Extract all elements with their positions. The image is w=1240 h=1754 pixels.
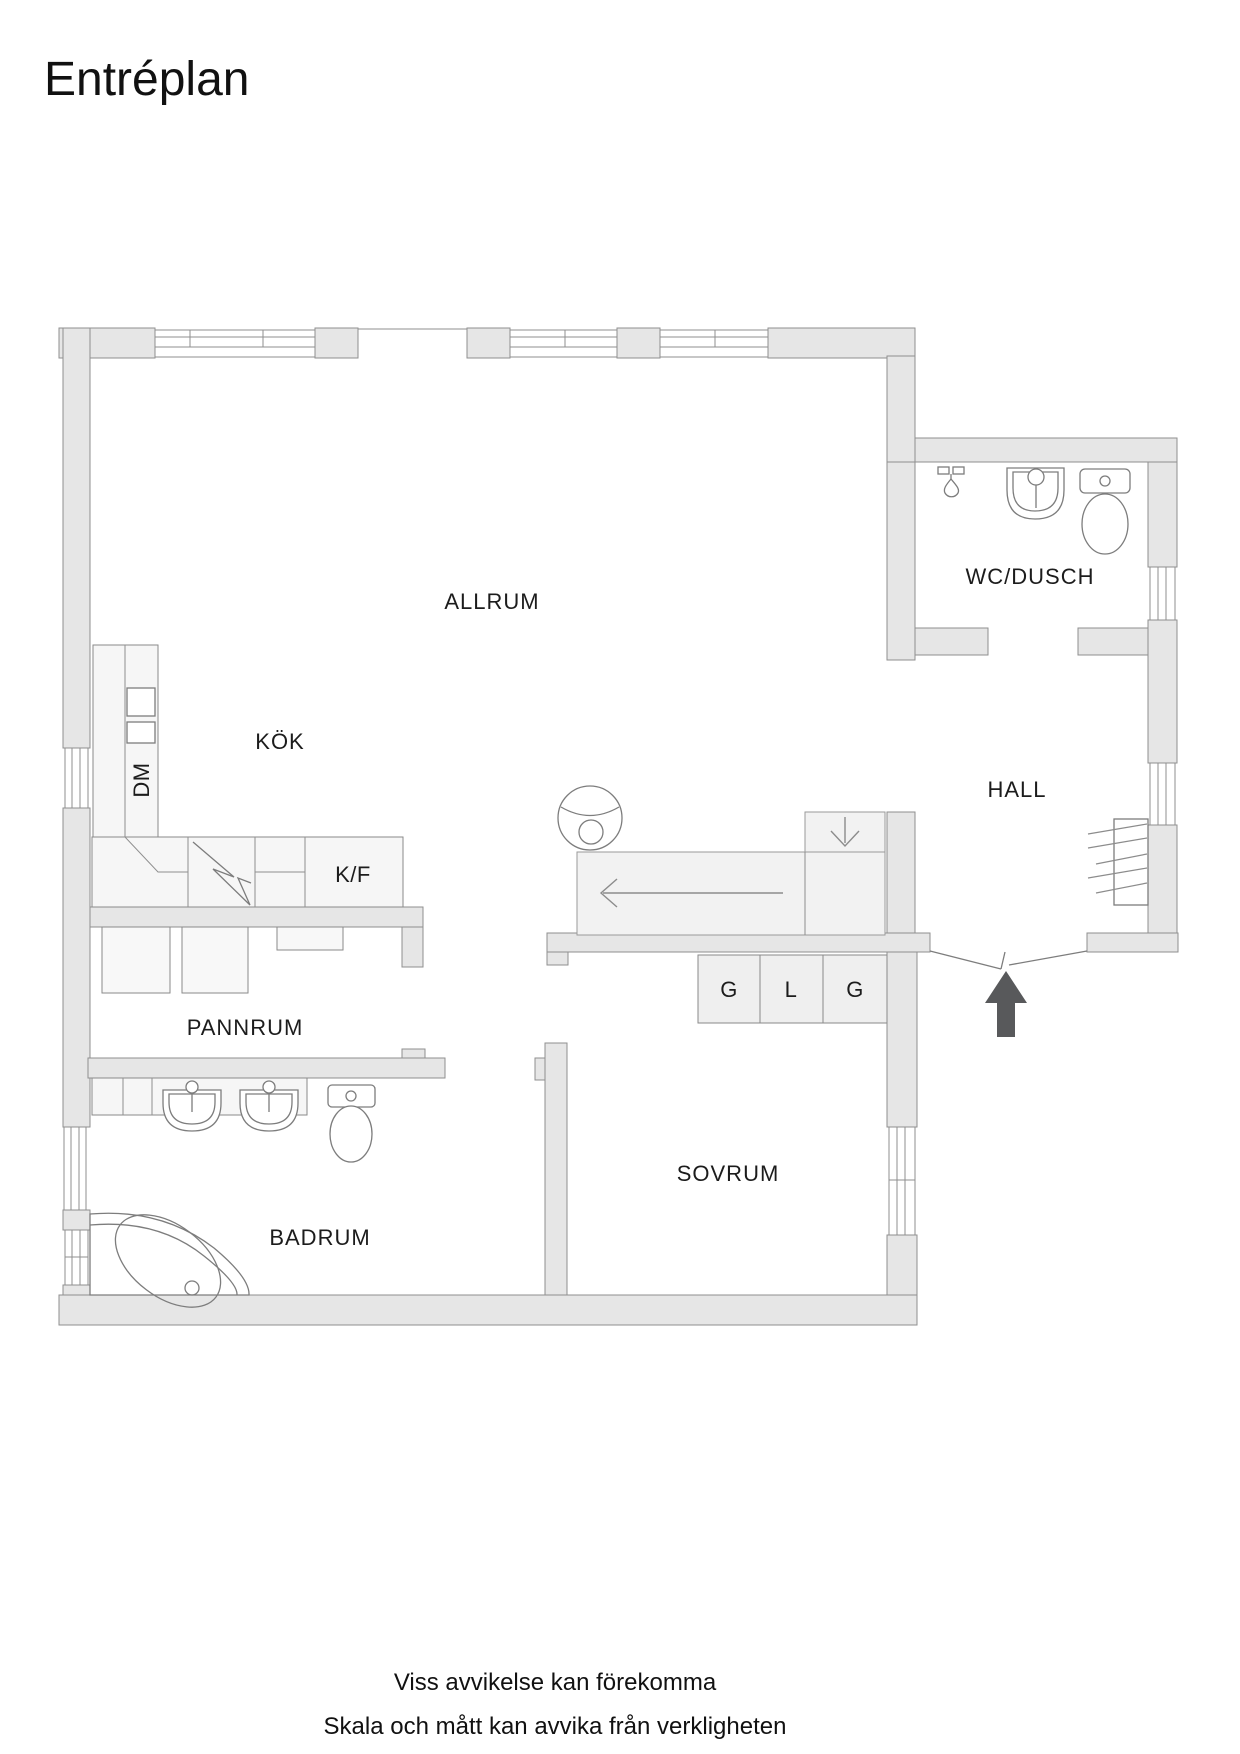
boiler-box: [181, 926, 249, 994]
footer-line-1: Viss avvikelse kan förekomma: [394, 1669, 717, 1696]
bathtub-icon: [89, 1212, 250, 1308]
walls: [58, 327, 1179, 1326]
wall-segment: [1147, 461, 1178, 568]
wall-segment: [1077, 627, 1149, 656]
stairs: [576, 811, 886, 936]
wall-segment: [62, 327, 91, 749]
pannrum-equipment: [101, 926, 344, 994]
wall-segment: [914, 627, 989, 656]
wall-segment: [401, 1048, 426, 1059]
window-icon: [659, 329, 769, 358]
hall-elements: [929, 818, 1149, 1037]
appliance-label-dm: DM: [129, 762, 154, 797]
window-icon: [1149, 762, 1176, 826]
wall-segment: [886, 811, 916, 934]
wall-segment: [314, 327, 359, 359]
wall-segment: [87, 1057, 446, 1079]
closet-cell: [759, 954, 824, 1024]
room-label-badrum: BADRUM: [269, 1225, 370, 1250]
closets: G L G: [697, 954, 888, 1024]
sink-icon: [239, 1080, 299, 1132]
window-icon: [1149, 566, 1176, 621]
kitchen-sink-icon: [126, 687, 156, 717]
wall-segment: [1147, 824, 1178, 953]
wall-segment: [1086, 932, 1179, 953]
wall-segment: [58, 1294, 918, 1326]
room-label-sovrum: SOVRUM: [677, 1161, 780, 1186]
stairs-run-arrow-icon: [599, 878, 783, 908]
window-icon: [509, 329, 618, 358]
closet-label: G: [720, 977, 738, 1002]
closet-cell: [697, 954, 761, 1024]
wall-segment: [466, 327, 511, 359]
kitchen-sink-icon: [126, 721, 156, 744]
wall-segment: [89, 906, 424, 928]
wall-segment: [767, 327, 916, 359]
footer-line-2: Skala och mått kan avvika från verklighe…: [324, 1713, 787, 1740]
wall-segment: [1147, 619, 1178, 764]
wall-segment: [886, 1234, 918, 1296]
wall-segment: [62, 807, 91, 1128]
wall-segment: [534, 1057, 546, 1081]
sink-icon: [162, 1080, 222, 1132]
wall-segment: [401, 926, 424, 968]
wc-dusch-fixtures: [937, 466, 1131, 555]
toilet-icon: [1079, 468, 1131, 555]
room-label-hall: HALL: [987, 777, 1046, 802]
wall-segment: [546, 951, 569, 966]
wall-segment: [886, 355, 916, 463]
wall-segment: [886, 951, 918, 1128]
kitchen-counter: [91, 836, 404, 908]
wall-segment: [914, 437, 1178, 463]
room-label-pannrum: PANNRUM: [187, 1015, 304, 1040]
room-labels: ALLRUM KÖK WC/DUSCH HALL PANNRUM SOVRUM …: [129, 564, 1095, 1250]
page-title: Entréplan: [44, 53, 249, 106]
room-label-kok: KÖK: [255, 729, 304, 754]
window-icon: [154, 329, 316, 358]
wall-segment: [62, 1209, 91, 1231]
closet-label: L: [785, 977, 798, 1002]
corner-cabinet-line: [124, 836, 188, 873]
wardrobe-hatch-icon: [1087, 818, 1149, 906]
wall-segment: [886, 461, 916, 661]
equipment-box: [276, 926, 344, 951]
window-icon: [888, 1126, 916, 1236]
shower-icon: [937, 466, 965, 498]
entry-arrow-icon: [985, 971, 1027, 1037]
appliance-label-kf: K/F: [335, 862, 371, 887]
windows: [63, 329, 1176, 1286]
window-icon: [64, 747, 89, 809]
toilet-icon: [327, 1084, 376, 1163]
stairs-down-arrow-icon: [830, 817, 860, 848]
wall-segment: [616, 327, 661, 359]
window-icon: [64, 1229, 89, 1286]
wall-segment: [544, 1042, 568, 1296]
kitchen-counters: [91, 644, 404, 908]
sink-icon: [1006, 467, 1065, 520]
wall-segment: [546, 932, 931, 953]
closet-label: G: [846, 977, 864, 1002]
room-label-wc-dusch: WC/DUSCH: [966, 564, 1095, 589]
footer-disclaimer: Viss avvikelse kan förekomma Skala och m…: [324, 1669, 787, 1740]
window-icon: [63, 1126, 87, 1211]
stove-lightning-icon: [192, 841, 252, 906]
badrum-fixtures: [89, 1077, 376, 1308]
boiler-box: [101, 926, 171, 994]
double-door-icon: [929, 950, 1088, 970]
closet-cell: [822, 954, 888, 1024]
wood-stove-icon: [557, 785, 623, 851]
room-label-allrum: ALLRUM: [444, 589, 539, 614]
